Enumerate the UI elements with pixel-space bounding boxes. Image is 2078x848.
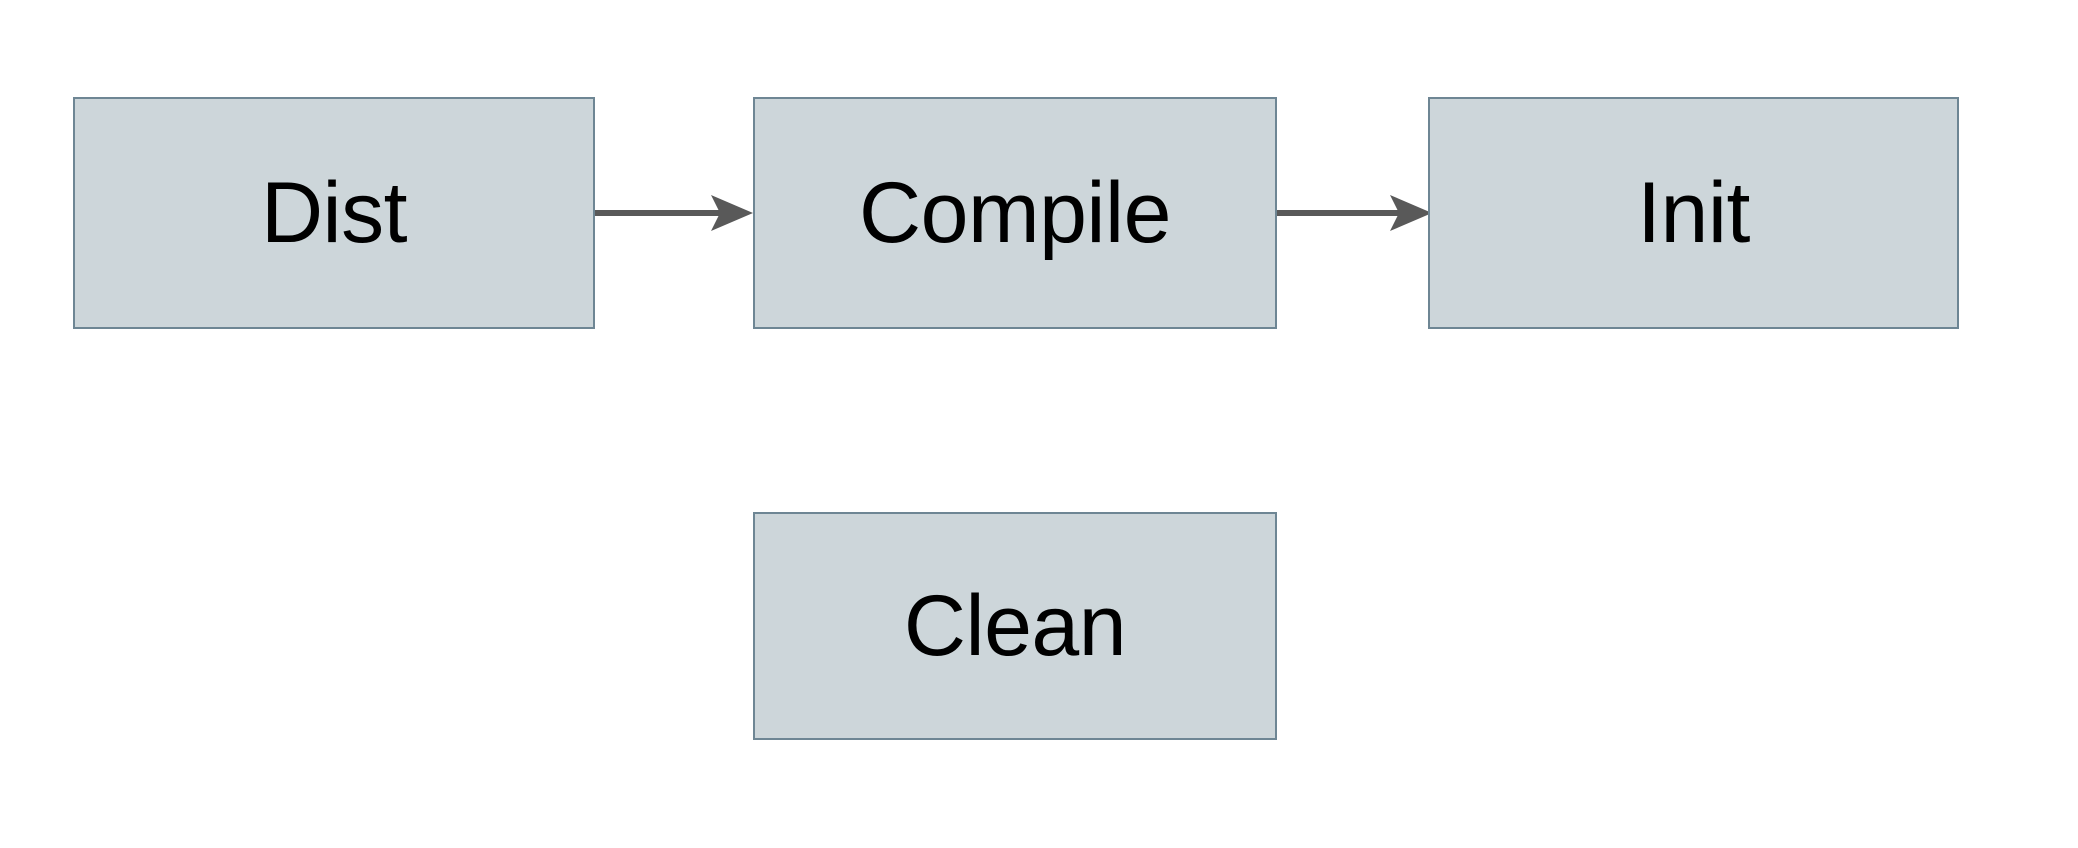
node-clean[interactable]: Clean xyxy=(753,512,1277,740)
node-compile-label: Compile xyxy=(859,165,1171,261)
node-init-label: Init xyxy=(1637,165,1750,261)
edge-dist-to-compile[interactable] xyxy=(595,195,753,231)
edge-compile-to-init-arrowhead xyxy=(1390,195,1432,231)
edge-dist-to-compile-arrowhead xyxy=(711,195,753,231)
node-compile[interactable]: Compile xyxy=(753,97,1277,329)
edge-compile-to-init[interactable] xyxy=(1277,195,1432,231)
node-init[interactable]: Init xyxy=(1428,97,1959,329)
node-dist-label: Dist xyxy=(260,165,408,261)
node-dist[interactable]: Dist xyxy=(73,97,595,329)
node-clean-label: Clean xyxy=(903,578,1127,674)
